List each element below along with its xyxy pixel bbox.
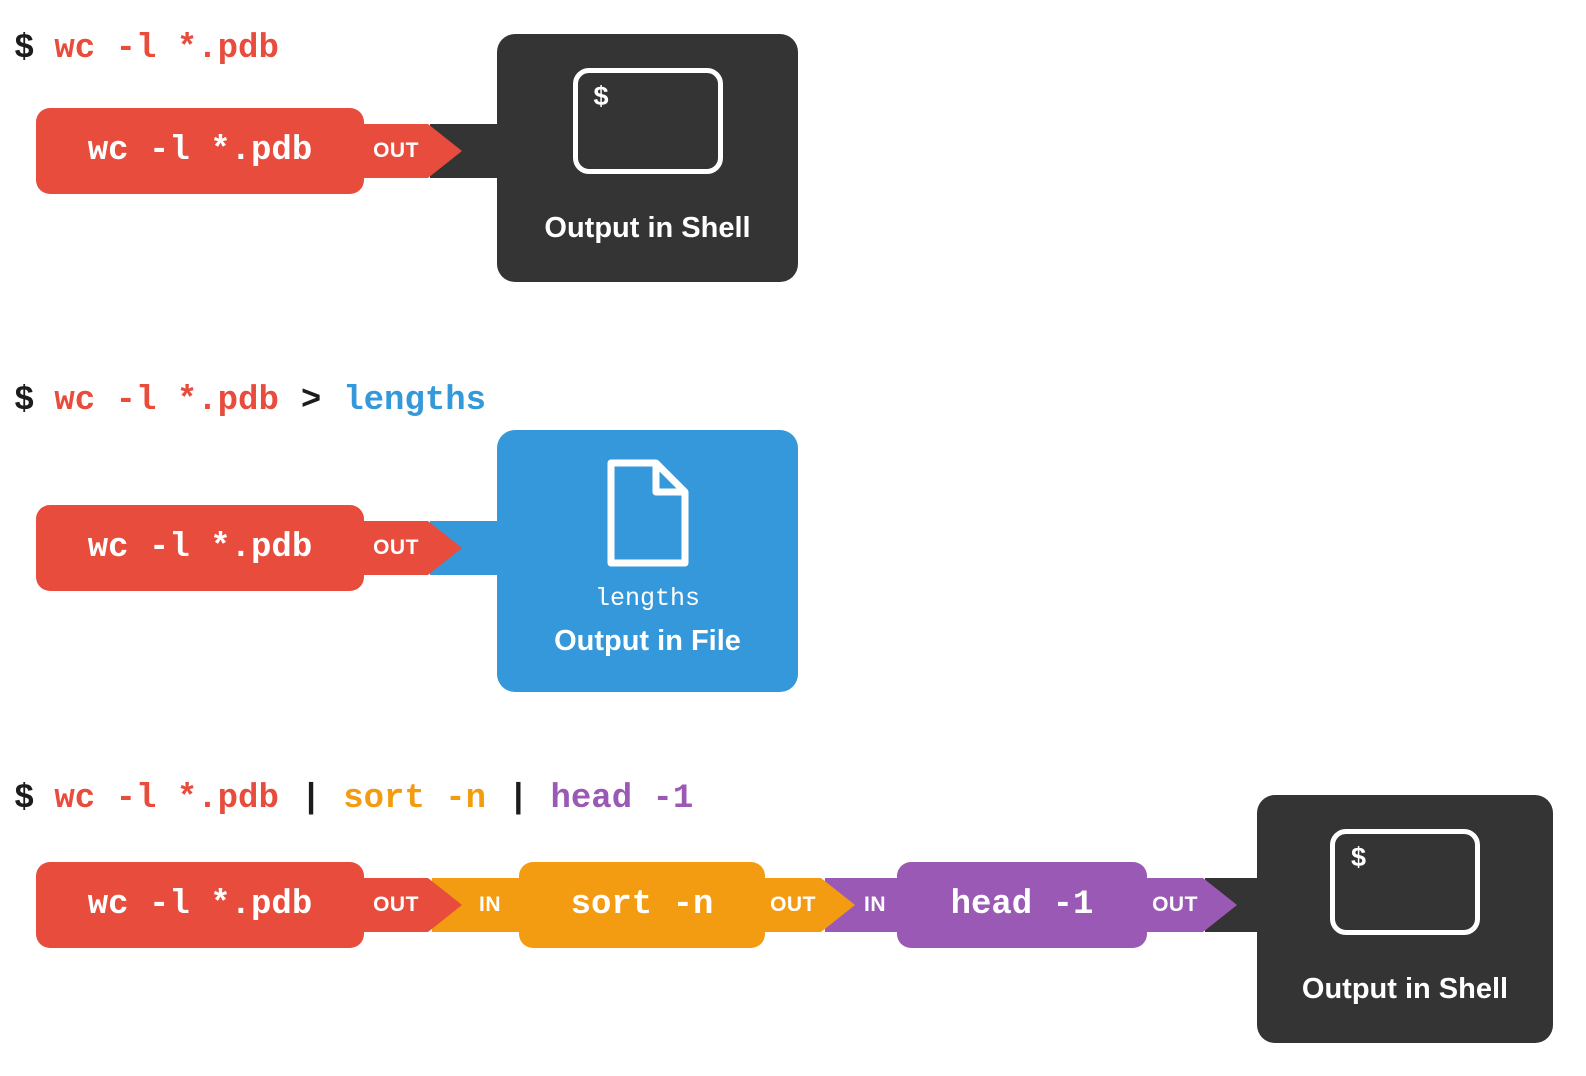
- out-port: OUT: [364, 878, 428, 932]
- head-command-block-label: head -1: [950, 886, 1094, 924]
- out-port: OUT: [364, 521, 428, 575]
- out-port-label: OUT: [373, 536, 419, 559]
- wc-command-block-label: wc -l *.pdb: [87, 529, 313, 567]
- out-port: OUT: [765, 878, 821, 932]
- wc-command-block: wc -l *.pdb: [36, 505, 364, 591]
- target-file-name: lengths: [343, 382, 487, 420]
- file-name-label: lengths: [594, 584, 701, 613]
- command-text-wc: wc -l *.pdb: [54, 780, 279, 818]
- command-text-head: head -1: [550, 780, 694, 818]
- wc-command-block: wc -l *.pdb: [36, 108, 364, 194]
- out-port-label: OUT: [770, 893, 816, 916]
- out-port: OUT: [1147, 878, 1203, 932]
- command-line-2: $ wc -l *.pdb > lengths: [14, 379, 486, 423]
- out-port-label: OUT: [373, 139, 419, 162]
- command-line-3: $ wc -l *.pdb | sort -n | head -1: [14, 777, 693, 821]
- shell-prompt: $: [14, 382, 35, 420]
- output-in-file-caption: Output in File: [554, 625, 741, 657]
- terminal-icon: $: [1330, 829, 1480, 935]
- out-port: OUT: [364, 124, 428, 178]
- command-line-1: $ wc -l *.pdb: [14, 27, 279, 71]
- output-in-shell-caption: Output in Shell: [1301, 973, 1509, 1005]
- shell-prompt: $: [14, 30, 35, 68]
- wc-command-block: wc -l *.pdb: [36, 862, 364, 948]
- terminal-icon: $: [572, 68, 723, 174]
- file-icon: [607, 459, 688, 567]
- redirect-operator: >: [300, 382, 322, 420]
- output-in-file-box: lengths Output in File: [497, 430, 798, 692]
- out-port-label: OUT: [373, 893, 419, 916]
- command-text-wc: wc -l *.pdb: [54, 382, 279, 420]
- terminal-prompt: $: [1351, 842, 1367, 872]
- head-command-block: head -1: [897, 862, 1147, 948]
- output-in-shell-caption: Output in Shell: [544, 212, 751, 244]
- in-port-label: IN: [479, 893, 501, 916]
- shell-prompt: $: [14, 780, 35, 818]
- output-in-shell-box: $ Output in Shell: [497, 34, 798, 282]
- command-text-wc: wc -l *.pdb: [54, 30, 279, 68]
- wc-command-block-label: wc -l *.pdb: [87, 886, 313, 924]
- sort-command-block: sort -n: [519, 862, 765, 948]
- in-port-label: IN: [864, 893, 886, 916]
- pipe-operator: |: [508, 780, 529, 818]
- pipe-operator: |: [300, 780, 322, 818]
- terminal-prompt: $: [593, 81, 609, 111]
- output-in-shell-box: $ Output in Shell: [1257, 795, 1553, 1043]
- wc-command-block-label: wc -l *.pdb: [87, 132, 313, 170]
- out-port-label: OUT: [1152, 893, 1198, 916]
- sort-command-block-label: sort -n: [570, 886, 714, 924]
- command-text-sort: sort -n: [343, 780, 487, 818]
